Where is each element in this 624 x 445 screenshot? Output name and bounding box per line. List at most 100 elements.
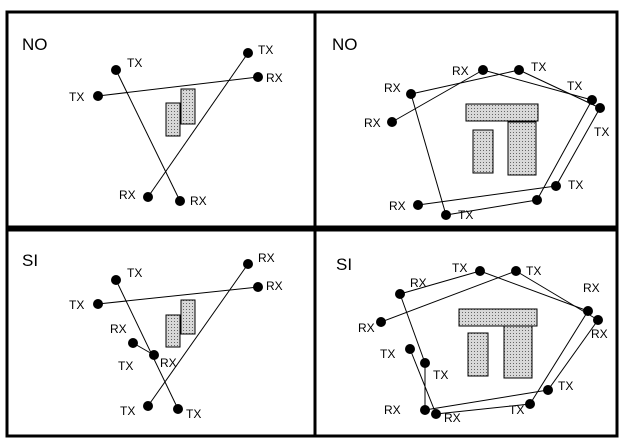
node-label: RX: [160, 356, 177, 370]
transceiver-node: [395, 289, 405, 299]
link-line: [410, 93, 447, 216]
panel-top-left: NO TX TX TX RX RX RX: [22, 35, 283, 208]
transceiver-node: [587, 95, 597, 105]
node-label: TX: [69, 298, 84, 312]
link-line: [417, 185, 557, 206]
transceiver-node: [413, 200, 423, 210]
link-line: [115, 69, 181, 202]
transceiver-node: [111, 275, 121, 285]
node-label: TX: [118, 359, 133, 373]
link-line: [147, 52, 249, 198]
node-label: TX: [127, 266, 142, 280]
panel-border-top-right: [313, 10, 619, 229]
obstacle-block: [458, 308, 538, 327]
node-label: TX: [380, 347, 395, 361]
link-line: [380, 270, 517, 323]
panel-title: SI: [336, 255, 352, 274]
obstacle-block: [503, 325, 533, 379]
panel-bottom-right: SI TX TX RX RX RX RX TX TX TX: [336, 255, 608, 425]
transceiver-node: [478, 65, 488, 75]
transceiver-node: [441, 210, 451, 220]
obstacle-block: [465, 103, 539, 122]
link-line: [97, 76, 259, 97]
node-label: RX: [266, 279, 283, 293]
transceiver-node: [543, 385, 553, 395]
transceiver-node: [253, 282, 263, 292]
node-label: RX: [591, 327, 608, 341]
link-line: [482, 69, 593, 101]
transceiver-node: [376, 317, 386, 327]
link-line: [410, 69, 520, 95]
node-label: TX: [526, 264, 541, 278]
node-label: RX: [266, 71, 283, 85]
transceiver-node: [243, 48, 253, 58]
node-label: RX: [190, 194, 207, 208]
transceiver-node: [128, 338, 138, 348]
node-label: RX: [119, 188, 136, 202]
transceiver-node: [143, 192, 153, 202]
node-label: TX: [509, 403, 524, 417]
transceiver-node: [431, 409, 441, 419]
transceiver-node: [420, 358, 430, 368]
link-line: [547, 319, 599, 391]
transceiver-node: [514, 65, 524, 75]
transceiver-node: [532, 195, 542, 205]
panel-top-right: NO RX TX RX RX TX TX RX TX TX: [332, 35, 609, 222]
link-line: [479, 270, 589, 312]
panel-title: NO: [332, 35, 358, 54]
link-line: [435, 403, 531, 415]
transceiver-node: [243, 259, 253, 269]
node-label: RX: [358, 321, 375, 335]
node-label: TX: [186, 407, 201, 421]
node-label: RX: [452, 64, 469, 78]
transceiver-node: [406, 89, 416, 99]
node-label: TX: [568, 178, 583, 192]
obstacle-block: [165, 102, 181, 137]
node-label: TX: [120, 404, 135, 418]
transceiver-node: [175, 196, 185, 206]
node-label: TX: [452, 261, 467, 275]
node-label: RX: [583, 281, 600, 295]
link-line: [424, 389, 549, 411]
transceiver-node: [143, 401, 153, 411]
transceiver-node: [511, 266, 521, 276]
link-line: [555, 107, 601, 187]
node-label: RX: [258, 251, 275, 265]
node-label: RX: [384, 81, 401, 95]
node-label: RX: [384, 403, 401, 417]
transceiver-node: [387, 117, 397, 127]
link-line: [529, 310, 589, 405]
transceiver-node: [149, 350, 159, 360]
obstacle-block: [180, 88, 196, 125]
node-label: TX: [531, 60, 546, 74]
transceiver-node: [111, 65, 121, 75]
node-label: TX: [127, 56, 142, 70]
transceiver-node: [595, 103, 605, 113]
node-label: TX: [458, 208, 473, 222]
transceiver-node: [593, 315, 603, 325]
link-line: [115, 279, 179, 410]
transceiver-node: [173, 404, 183, 414]
link-line: [536, 99, 593, 201]
panel-bottom-left: SI TX TX RX TX RX RX RX TX TX: [22, 251, 283, 421]
node-label: TX: [433, 368, 448, 382]
obstacle-block: [472, 129, 494, 174]
transceiver-node: [253, 72, 263, 82]
node-label: TX: [258, 43, 273, 57]
transceiver-node: [551, 181, 561, 191]
panel-border-bottom-right: [313, 228, 619, 438]
node-label: RX: [110, 322, 127, 336]
transceiver-node: [93, 299, 103, 309]
node-label: TX: [558, 379, 573, 393]
node-label: RX: [364, 116, 381, 130]
link-line: [409, 348, 437, 415]
node-label: RX: [444, 411, 461, 425]
node-label: TX: [594, 125, 609, 139]
transceiver-node: [475, 266, 485, 276]
obstacle-block: [180, 299, 196, 335]
obstacle-block: [165, 314, 181, 348]
link-line: [391, 69, 484, 123]
link-line: [97, 286, 259, 305]
transceiver-node: [420, 405, 430, 415]
